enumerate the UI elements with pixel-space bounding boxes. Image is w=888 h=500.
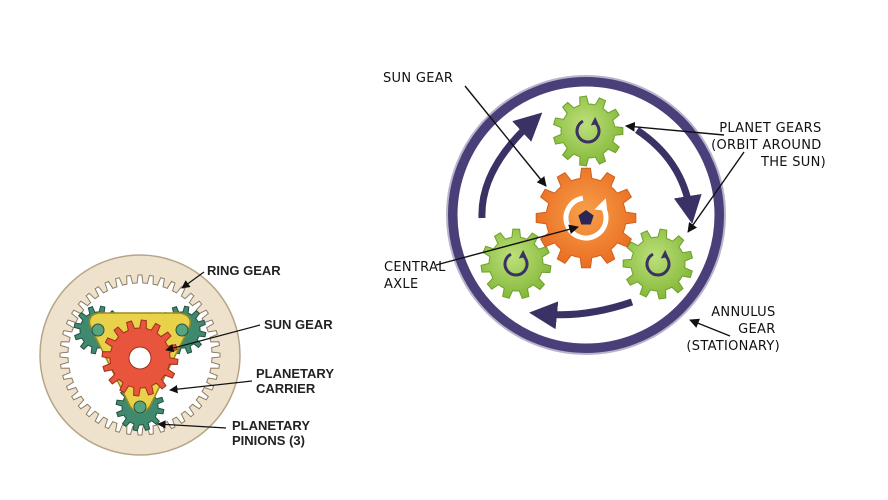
right-planetary-diagram: SUN GEAR PLANET GEARS (ORBIT AROUND THE … [383,71,826,355]
planet-gear [480,228,552,300]
leader-sun-gear-left [165,324,261,353]
sun-gear [535,167,637,269]
label-planetary-pinions: PLANETARY PINIONS (3) [232,418,313,448]
left-carrier-pin [175,323,189,337]
label-sun-gear-left: SUN GEAR [264,317,333,332]
planet-gear [553,95,624,167]
planet-gear-left [480,228,552,300]
leader-central-axle [435,224,579,266]
rotate-arrow-head-icon [660,249,669,259]
orbit-arrow-right [635,127,702,224]
left-planetary-diagram: RING GEAR SUN GEAR PLANETARY CARRIER PLA… [39,254,337,456]
sun-rotate-arrow-head-icon [594,198,608,211]
label-sun-gear-right: SUN GEAR [383,71,453,86]
orbit-arrow-left [478,112,543,219]
rotate-arrow-icon [575,119,601,144]
label-ring-gear: RING GEAR [207,263,281,278]
left-sun-hub [128,346,152,370]
orbit-arrow-bottom [529,298,634,330]
leader-planetary-pinions [157,420,227,429]
leader-planetary-carrier [169,380,253,394]
rotate-arrow-head-icon [590,116,599,126]
rotate-arrow-icon [503,252,529,277]
rotate-arrow-head-icon [518,249,527,259]
leader-planet-gears-right [687,151,745,233]
planet-gear-right [622,228,694,300]
sun-rotate-arrow-icon [563,195,609,241]
leader-ring-gear [181,271,205,289]
label-annulus-gear: ANNULUS GEAR (STATIONARY) [686,305,780,354]
left-carrier-pin [133,400,147,414]
leader-planet-gears-top [625,121,725,136]
rotate-arrow-icon [645,252,671,277]
label-planetary-carrier: PLANETARY CARRIER [256,366,337,396]
leader-annulus-gear [689,318,731,337]
label-central-axle: CENTRAL AXLE [384,260,450,292]
leader-sun-gear-right [464,85,547,187]
left-carrier-pin [91,323,105,337]
planet-gear [622,228,694,300]
pentagon-axle-icon [578,210,594,225]
planet-gear-top [553,95,624,167]
annulus-gear-shadow [446,75,726,355]
label-planet-gears: PLANET GEARS (ORBIT AROUND THE SUN) [711,121,826,170]
